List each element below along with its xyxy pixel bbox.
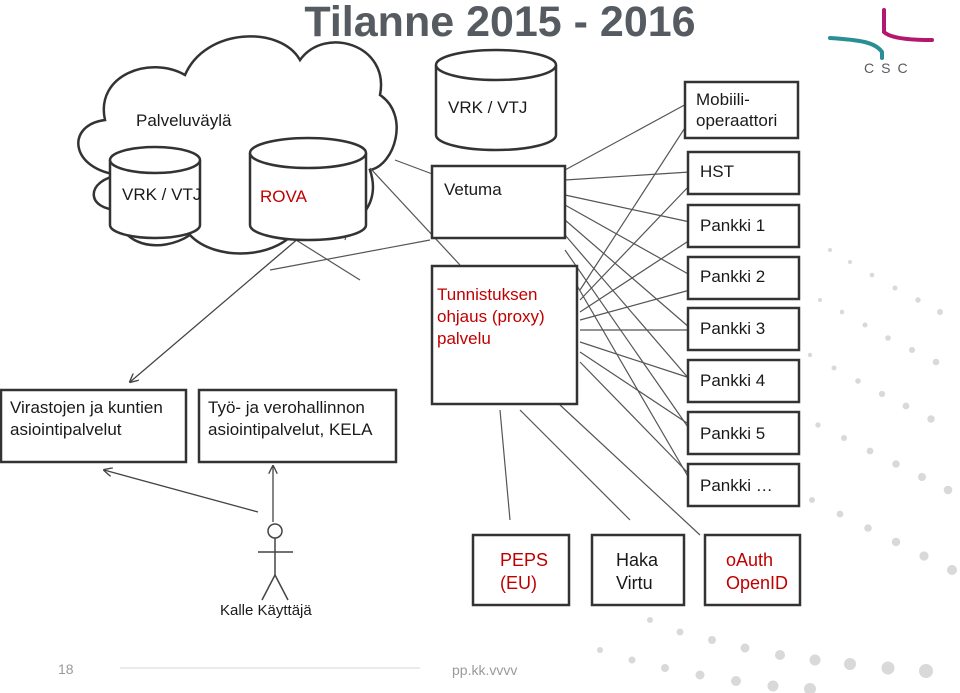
peps-line2: (EU) bbox=[500, 573, 537, 593]
top-db-label: VRK / VTJ bbox=[448, 98, 528, 117]
peps-line1: PEPS bbox=[500, 550, 549, 570]
provider-hst: HST bbox=[700, 162, 734, 181]
provider-boxes bbox=[683, 80, 801, 508]
provider-bank-more: Pankki … bbox=[700, 476, 773, 495]
page-title: Tilanne 2015 - 2016 bbox=[304, 0, 696, 46]
csc-logo-text: CSC bbox=[864, 60, 915, 76]
service-boxes bbox=[0, 388, 398, 464]
proxy-label-line1: Tunnistuksen bbox=[437, 285, 538, 304]
csc-logo-icon bbox=[828, 8, 934, 60]
provider-bank-4: Pankki 4 bbox=[700, 371, 766, 390]
cloud-db-vrk-label: VRK / VTJ bbox=[122, 185, 202, 204]
provider-bank-5: Pankki 5 bbox=[700, 424, 766, 443]
cylinder-vrk-vtj-top bbox=[434, 48, 558, 152]
virastot-line2: asiointipalvelut bbox=[10, 420, 122, 439]
bottom-boxes bbox=[471, 533, 802, 607]
tyo-line2: asiointipalvelut, KELA bbox=[208, 420, 373, 439]
proxy-label-line2: ohjaus (proxy) bbox=[437, 307, 545, 326]
proxy-label-line3: palvelu bbox=[437, 329, 491, 348]
arrows bbox=[104, 219, 321, 522]
mobile-operator-line2: operaattori bbox=[696, 111, 778, 130]
footer-date: pp.kk.vvvv bbox=[452, 662, 518, 678]
hub-box bbox=[430, 164, 579, 406]
page-number: 18 bbox=[58, 661, 74, 677]
provider-bank-2: Pankki 2 bbox=[700, 267, 766, 286]
user-figure-icon bbox=[258, 523, 293, 601]
provider-bank-1: Pankki 1 bbox=[700, 216, 766, 235]
oauth-line1: oAuth bbox=[726, 550, 774, 570]
virastot-line1: Virastojen ja kuntien bbox=[10, 398, 163, 417]
cloud-label: Palveluväylä bbox=[136, 111, 232, 130]
oauth-line2: OpenID bbox=[726, 573, 789, 593]
cylinder-rova bbox=[248, 136, 368, 242]
haka-line1: Haka bbox=[616, 550, 659, 570]
mobile-operator-line1: Mobiili- bbox=[696, 90, 750, 109]
cylinder-vrk-vtj-cloud bbox=[108, 145, 202, 240]
cloud-db-rova-label: ROVA bbox=[260, 187, 307, 206]
provider-bank-3: Pankki 3 bbox=[700, 319, 766, 338]
tyo-line1: Työ- ja verohallinnon bbox=[208, 398, 365, 417]
user-label: Kalle Käyttäjä bbox=[220, 602, 312, 619]
haka-line2: Virtu bbox=[616, 573, 653, 593]
dotted-background bbox=[597, 248, 957, 693]
vetuma-label: Vetuma bbox=[444, 180, 502, 199]
